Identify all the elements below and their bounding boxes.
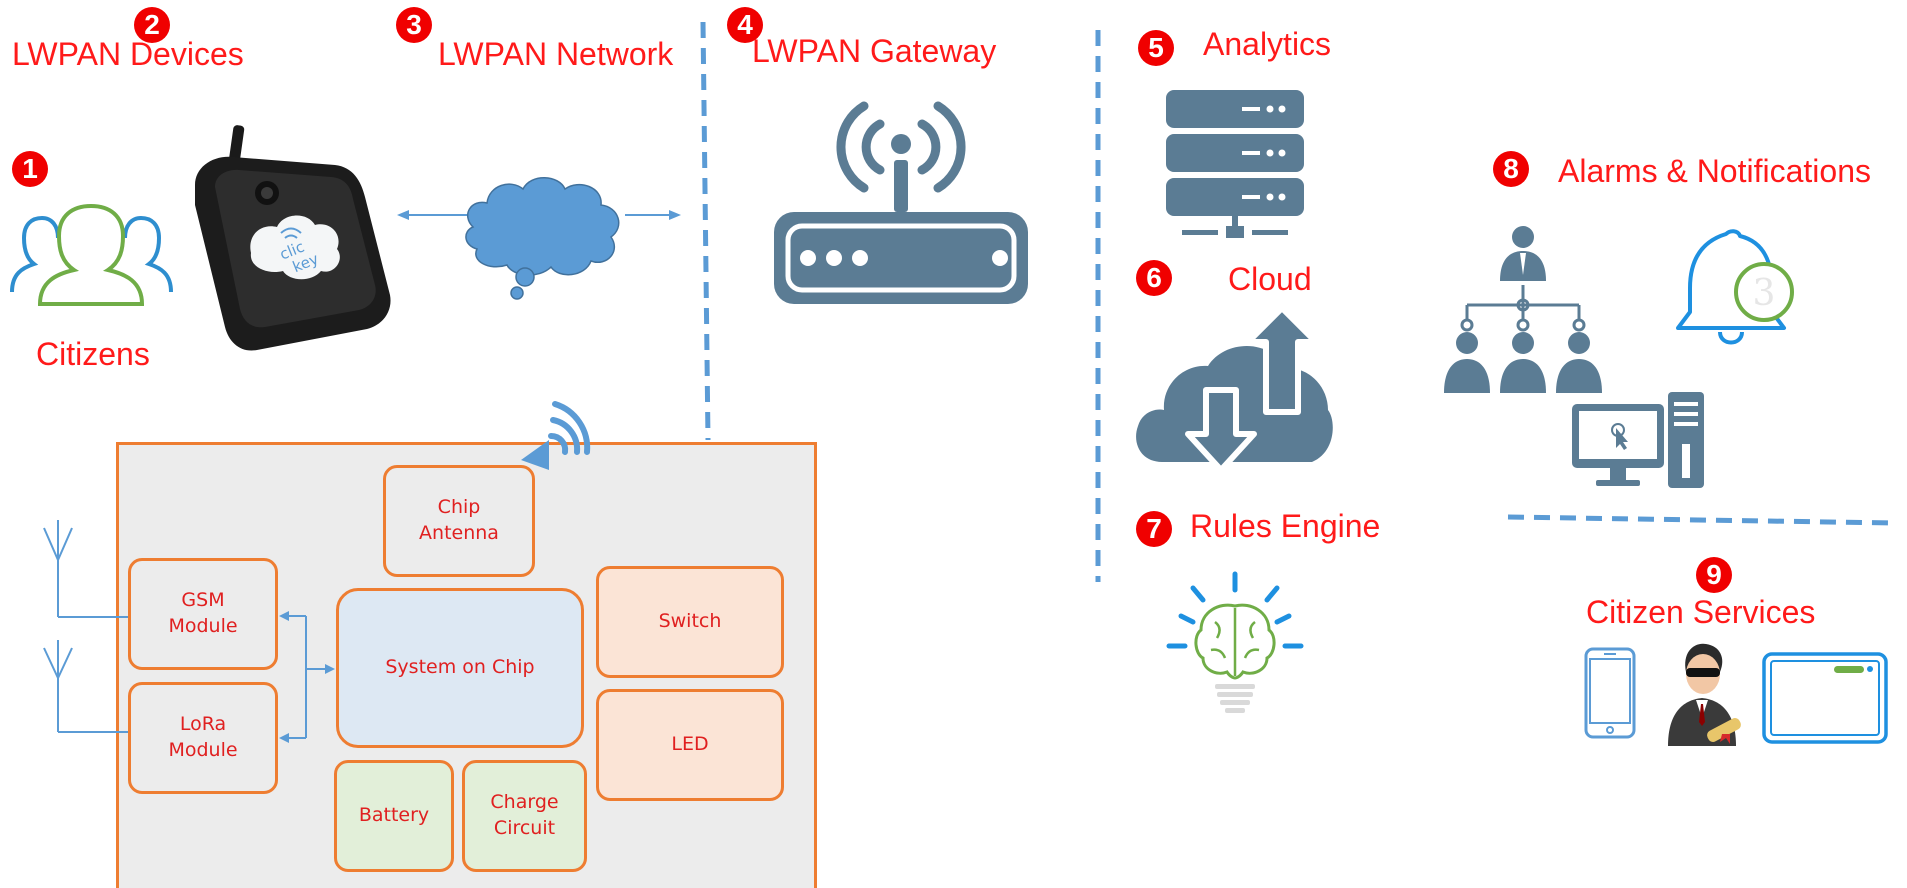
analytics-label: Analytics xyxy=(1203,26,1332,62)
step-badge-3: 3 xyxy=(396,7,432,43)
router-icon xyxy=(774,101,1028,304)
org-chart-icon xyxy=(1444,226,1602,393)
wireless-signal-icon xyxy=(521,401,591,470)
step-badge-2: 2 xyxy=(134,7,170,43)
gateway-label: LWPAN Gateway xyxy=(752,33,997,69)
clickey-device-image: clic key xyxy=(195,125,391,351)
citizens-icon xyxy=(10,203,173,306)
network-label: LWPAN Network xyxy=(438,36,674,72)
switch-box: Switch xyxy=(596,566,784,678)
system-on-chip-box: System on Chip xyxy=(336,588,584,748)
web-portal-icon xyxy=(1762,652,1888,744)
cloud-label: Cloud xyxy=(1228,261,1312,297)
step-badge-6: 6 xyxy=(1136,260,1172,296)
desktop-computer-icon xyxy=(1572,392,1704,488)
charge-circuit-box: Charge Circuit xyxy=(462,760,587,872)
bell-badge-count: 3 xyxy=(1753,273,1776,314)
step-badge-5: 5 xyxy=(1138,30,1174,66)
rules-engine-label: Rules Engine xyxy=(1190,508,1381,544)
step-badge-4: 4 xyxy=(727,7,763,43)
step-badge-7: 7 xyxy=(1136,511,1172,547)
chip-antenna-box: Chip Antenna xyxy=(383,465,535,577)
step-badge-8: 8 xyxy=(1493,151,1529,187)
led-box: LED xyxy=(596,689,784,801)
alarms-label: Alarms & Notifications xyxy=(1558,153,1871,189)
gsm-module-box: GSM Module xyxy=(128,558,278,670)
mobile-phone-icon xyxy=(1584,647,1636,739)
server-icon xyxy=(1166,90,1304,238)
citizens-label: Citizens xyxy=(36,336,150,372)
citizen-services-label: Citizen Services xyxy=(1586,594,1816,630)
network-cloud-icon xyxy=(397,177,681,300)
official-agent-icon xyxy=(1668,643,1741,746)
step-badge-1: 1 xyxy=(12,151,48,187)
bell-notification-icon: 3 xyxy=(1676,229,1794,345)
cloud-sync-icon xyxy=(1136,305,1333,473)
devices-label: LWPAN Devices xyxy=(12,36,244,72)
lora-module-box: LoRa Module xyxy=(128,682,278,794)
brain-bulb-icon xyxy=(1166,571,1304,713)
battery-box: Battery xyxy=(334,760,454,872)
step-badge-9: 9 xyxy=(1696,557,1732,593)
